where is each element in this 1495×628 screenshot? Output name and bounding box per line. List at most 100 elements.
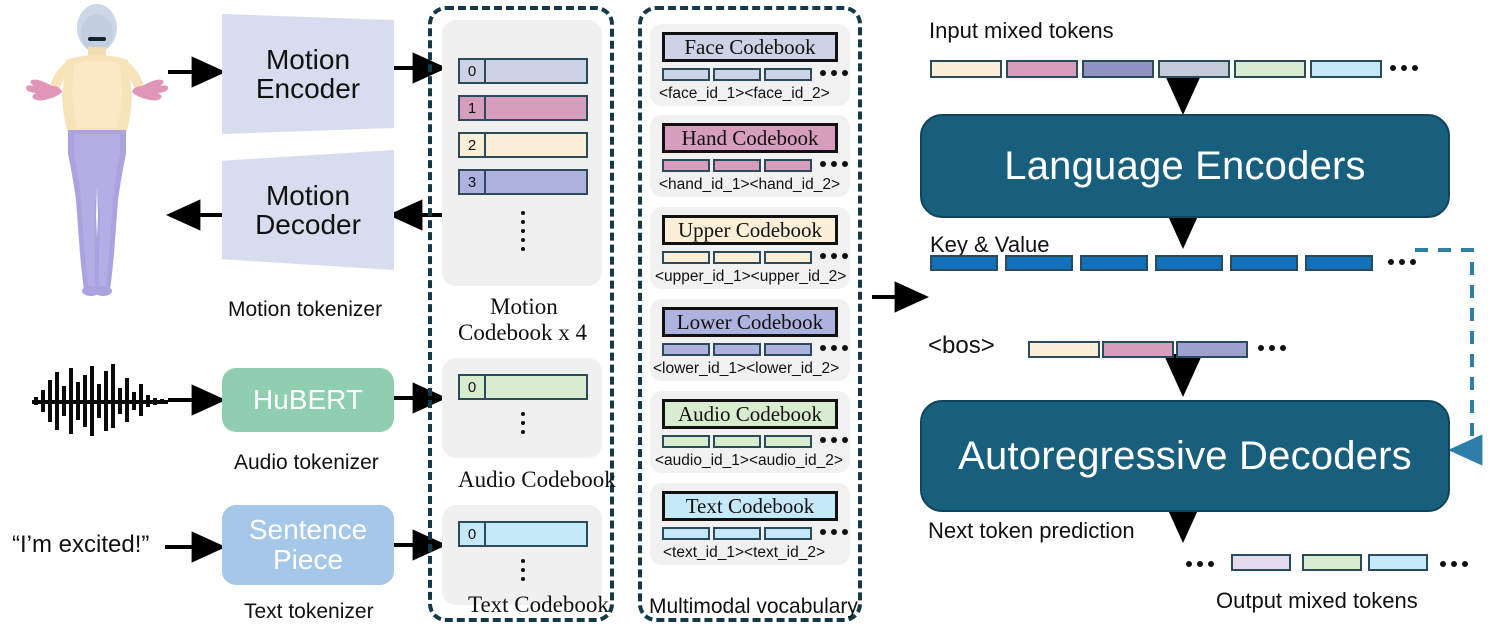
language-encoders-block[interactable]: Language Encoders bbox=[920, 114, 1450, 218]
vocab-segments-ellipsis-lower bbox=[820, 345, 848, 351]
vocab-ids-lower: <lower_id_1><lower_id_2> bbox=[653, 360, 840, 377]
vocab-ids-hand: <hand_id_1><hand_id_2> bbox=[659, 176, 841, 193]
human-body-figure bbox=[22, 4, 172, 296]
vocab-segments-text bbox=[662, 527, 812, 540]
motion-tokenizer-label: Motion tokenizer bbox=[228, 298, 383, 321]
vocab-segments-hand bbox=[662, 159, 812, 172]
autoregressive-decoders-block[interactable]: Autoregressive Decoders bbox=[920, 400, 1450, 512]
vocab-ids-text: <text_id_1><text_id_2> bbox=[663, 544, 826, 561]
audio-codebook-index-0: 0 bbox=[460, 376, 486, 398]
motion-codebook-bar-1 bbox=[486, 97, 586, 119]
sentence-piece-block[interactable]: Sentence Piece bbox=[222, 505, 394, 585]
codebook-column-container bbox=[428, 6, 614, 622]
vocab-segments-upper bbox=[662, 251, 812, 264]
text-codebook-index-0: 0 bbox=[460, 523, 486, 545]
input-token-3 bbox=[1158, 60, 1230, 78]
motion-codebook-caption-line2: Codebook x 4 bbox=[458, 320, 588, 345]
motion-decoder-line2: Decoder bbox=[255, 209, 361, 240]
output-tokens-ellipsis-right bbox=[1440, 561, 1468, 567]
kv-token-1 bbox=[1005, 255, 1073, 271]
output-token-0 bbox=[1231, 554, 1291, 571]
next-token-prediction-label: Next token prediction bbox=[928, 518, 1135, 543]
input-token-4 bbox=[1234, 60, 1306, 78]
audio-codebook-bar-0 bbox=[486, 376, 586, 398]
sentence-piece-line2: Piece bbox=[272, 544, 344, 575]
motion-codebook-bar-2 bbox=[486, 134, 586, 156]
vocab-title-face[interactable]: Face Codebook bbox=[662, 32, 838, 62]
multimodal-vocabulary-container bbox=[638, 6, 862, 622]
bos-token-0 bbox=[1028, 341, 1100, 358]
input-tokens-ellipsis bbox=[1390, 65, 1418, 71]
vocab-segments-ellipsis-face bbox=[820, 70, 848, 76]
audio-codebook-row-0[interactable]: 0 bbox=[458, 374, 588, 400]
motion-codebook-bar-3 bbox=[486, 171, 586, 193]
motion-codebook-index-3: 3 bbox=[460, 171, 486, 193]
motion-codebook-index-1: 1 bbox=[460, 97, 486, 119]
vocab-segments-face bbox=[662, 68, 812, 81]
vocab-segments-ellipsis-hand bbox=[820, 161, 848, 167]
audio-codebook-ellipsis bbox=[521, 412, 525, 434]
output-token-2 bbox=[1368, 554, 1428, 571]
hubert-label: HuBERT bbox=[253, 383, 363, 415]
vocab-segments-lower bbox=[662, 343, 812, 356]
vocab-segments-ellipsis-upper bbox=[820, 253, 848, 259]
vocab-title-hand[interactable]: Hand Codebook bbox=[662, 123, 838, 153]
sentence-piece-line1: Sentence bbox=[248, 513, 368, 545]
audio-codebook-caption: Audio Codebook bbox=[458, 467, 616, 492]
vocab-title-upper[interactable]: Upper Codebook bbox=[662, 215, 838, 245]
text-codebook-ellipsis bbox=[521, 559, 525, 581]
output-tokens-ellipsis-left bbox=[1186, 561, 1214, 567]
motion-codebook-index-0: 0 bbox=[460, 60, 486, 82]
motion-codebook-row-1[interactable]: 1 bbox=[458, 95, 588, 121]
vocab-segments-audio bbox=[662, 435, 812, 448]
text-codebook-row-0[interactable]: 0 bbox=[458, 521, 588, 547]
vocab-ids-face: <face_id_1><face_id_2> bbox=[659, 85, 830, 102]
output-token-1 bbox=[1302, 554, 1362, 571]
bos-token-2 bbox=[1176, 341, 1248, 358]
text-input-quote: “I’m excited!” bbox=[12, 531, 150, 558]
input-token-2 bbox=[1082, 60, 1154, 78]
text-codebook-caption: Text Codebook bbox=[468, 592, 609, 617]
text-tokenizer-label: Text tokenizer bbox=[244, 600, 374, 623]
kv-tokens-ellipsis bbox=[1388, 259, 1416, 265]
vocab-title-audio[interactable]: Audio Codebook bbox=[662, 399, 838, 429]
vocab-segments-ellipsis-audio bbox=[820, 437, 848, 443]
vocab-segments-ellipsis-text bbox=[820, 529, 848, 535]
motion-decoder-block[interactable]: Motion Decoder bbox=[222, 150, 394, 270]
motion-codebook-caption-line1: Motion bbox=[490, 294, 558, 319]
motion-codebook-row-0[interactable]: 0 bbox=[458, 58, 588, 84]
motion-encoder-block[interactable]: Motion Encoder bbox=[222, 14, 394, 134]
vocab-title-lower[interactable]: Lower Codebook bbox=[662, 307, 838, 337]
input-token-5 bbox=[1310, 60, 1382, 78]
text-codebook-panel bbox=[442, 505, 602, 605]
audio-tokenizer-label: Audio tokenizer bbox=[234, 451, 379, 474]
language-encoders-label: Language Encoders bbox=[1004, 143, 1366, 188]
input-mixed-tokens-label: Input mixed tokens bbox=[929, 18, 1114, 43]
vocab-title-text[interactable]: Text Codebook bbox=[662, 491, 838, 521]
vocab-ids-upper: <upper_id_1><upper_id_2> bbox=[655, 268, 847, 285]
kv-token-4 bbox=[1230, 255, 1298, 271]
motion-codebook-row-3[interactable]: 3 bbox=[458, 169, 588, 195]
kv-token-3 bbox=[1155, 255, 1223, 271]
bos-label: <bos> bbox=[928, 332, 995, 359]
motion-codebook-bar-0 bbox=[486, 60, 586, 82]
output-mixed-tokens-label: Output mixed tokens bbox=[1216, 588, 1418, 613]
audio-waveform-icon bbox=[32, 362, 168, 440]
autoregressive-decoders-label: Autoregressive Decoders bbox=[958, 433, 1412, 478]
key-value-label: Key & Value bbox=[930, 232, 1050, 257]
hubert-block[interactable]: HuBERT bbox=[222, 368, 394, 432]
input-token-0 bbox=[930, 60, 1002, 78]
motion-codebook-row-2[interactable]: 2 bbox=[458, 132, 588, 158]
motion-codebook-ellipsis bbox=[521, 211, 525, 251]
bos-token-1 bbox=[1102, 341, 1174, 358]
motion-codebook-index-2: 2 bbox=[460, 134, 486, 156]
audio-codebook-panel bbox=[442, 358, 602, 458]
kv-token-0 bbox=[930, 255, 998, 271]
motion-encoder-line2: Encoder bbox=[255, 73, 361, 104]
multimodal-vocabulary-caption: Multimodal vocabulary bbox=[649, 595, 858, 618]
text-codebook-bar-0 bbox=[486, 523, 586, 545]
bos-tokens-ellipsis bbox=[1258, 345, 1286, 351]
kv-token-5 bbox=[1305, 255, 1373, 271]
kv-token-2 bbox=[1080, 255, 1148, 271]
motion-decoder-line1: Motion bbox=[265, 179, 351, 211]
